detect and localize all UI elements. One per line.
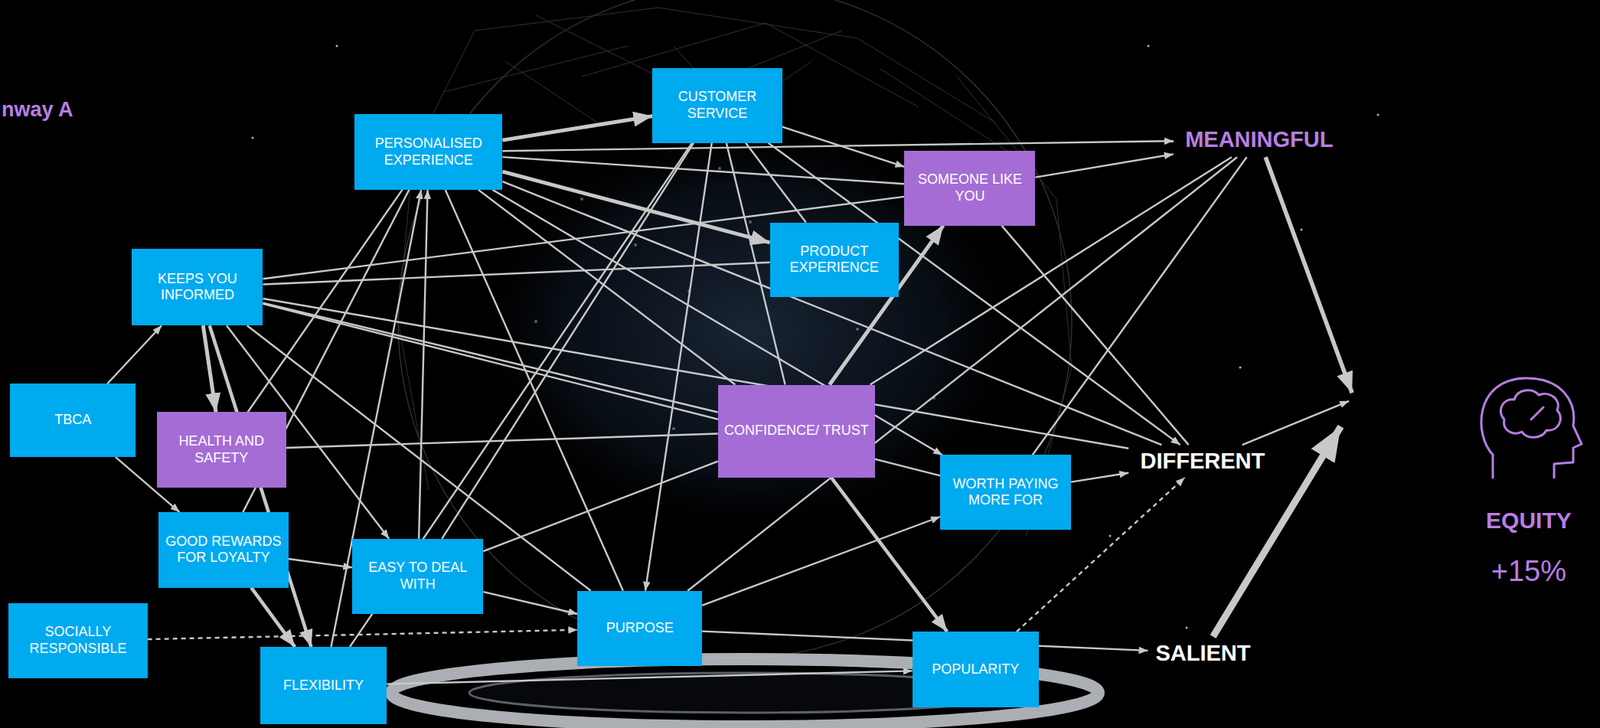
connector-arrow — [286, 434, 719, 449]
highlight-box: SOMEONE LIKE YOU — [904, 150, 1036, 226]
equity-result: EQUITY +15% — [1357, 367, 1597, 603]
process-box: POPULARITY — [912, 631, 1039, 708]
head-icon — [1481, 378, 1582, 478]
connector-arrow — [1001, 225, 1189, 445]
connector-arrow — [248, 189, 403, 413]
node-text: HEALTH AND SAFETY — [163, 433, 281, 467]
process-box: CUSTOMER SERVICE — [652, 68, 782, 143]
outcome-label: DIFFERENT — [1128, 444, 1277, 478]
node-text: SALIENT — [1152, 639, 1254, 668]
connector-arrow — [782, 127, 905, 167]
connector-arrow — [1265, 156, 1352, 393]
process-box: PRODUCT EXPERIENCE — [770, 222, 899, 298]
connector-arrow — [483, 461, 718, 552]
process-box: PURPOSE — [577, 591, 703, 667]
connector-arrow — [478, 189, 736, 386]
stars — [251, 45, 1380, 676]
process-box: PERSONALISED EXPERIENCE — [354, 114, 503, 190]
process-box: KEEPS YOU INFORMED — [131, 248, 263, 326]
node-text: DIFFERENT — [1136, 447, 1268, 476]
connector-arrow — [502, 116, 653, 141]
connector-arrow — [251, 587, 295, 647]
connector-arrow — [831, 477, 947, 632]
process-box: FLEXIBILITY — [260, 646, 387, 725]
connector-arrow — [107, 325, 162, 384]
connector-arrow — [386, 670, 912, 684]
connector-arrow — [445, 189, 624, 592]
connector-arrow — [502, 156, 905, 184]
connector-arrow — [745, 143, 807, 223]
process-box: TBCA — [9, 383, 136, 458]
connector-arrow — [483, 591, 578, 614]
process-box: SOCIALLY RESPONSIBLE — [8, 603, 147, 680]
node-text: SOMEONE LIKE YOU — [910, 171, 1029, 205]
node-text: SOCIALLY RESPONSIBLE — [14, 623, 141, 657]
node-text: MEANINGFUL — [1182, 125, 1336, 154]
node-text: PURPOSE — [606, 620, 674, 637]
connector-arrow — [418, 189, 428, 539]
node-text: POPULARITY — [931, 661, 1019, 679]
node-text: FLEXIBILITY — [283, 677, 364, 695]
connector-arrow — [702, 516, 941, 606]
connector-arrow — [645, 143, 712, 592]
process-box: WORTH PAYING MORE FOR — [940, 454, 1072, 529]
connector-arrow — [1071, 473, 1129, 483]
highlight-box: CONFIDENCE/ TRUST — [718, 385, 876, 478]
outcome-label: SALIENT — [1148, 636, 1259, 670]
connector-arrow — [1035, 153, 1173, 177]
node-text: PERSONALISED EXPERIENCE — [360, 135, 497, 169]
node-text: WORTH PAYING MORE FOR — [946, 476, 1065, 510]
connector-arrow — [349, 143, 693, 648]
connector-arrow — [147, 630, 578, 640]
node-text: EASY TO DEAL WITH — [358, 559, 477, 593]
pathway-title: nway A — [1, 97, 74, 122]
connector-arrow — [262, 298, 1129, 449]
node-text: CONFIDENCE/ TRUST — [724, 422, 869, 440]
process-box: EASY TO DEAL WITH — [352, 538, 484, 615]
node-text: TBCA — [54, 411, 92, 429]
node-text: KEEPS YOU INFORMED — [137, 271, 257, 304]
globe-mesh — [398, 7, 1072, 536]
node-text: GOOD REWARDS FOR LOYALTY — [164, 533, 282, 567]
highlight-box: HEALTH AND SAFETY — [156, 411, 287, 488]
connector-arrow — [1032, 156, 1248, 455]
process-box: GOOD REWARDS FOR LOYALTY — [158, 512, 288, 588]
node-text: CUSTOMER SERVICE — [658, 88, 776, 122]
connector-arrow — [288, 558, 353, 568]
connector-arrow — [441, 143, 694, 539]
node-text: EQUITY — [1485, 507, 1572, 534]
outcome-label: MEANINGFUL — [1173, 122, 1346, 157]
globe-outline — [398, 0, 1072, 659]
node-value: +15% — [1491, 555, 1567, 588]
node-text: PRODUCT EXPERIENCE — [776, 243, 893, 277]
